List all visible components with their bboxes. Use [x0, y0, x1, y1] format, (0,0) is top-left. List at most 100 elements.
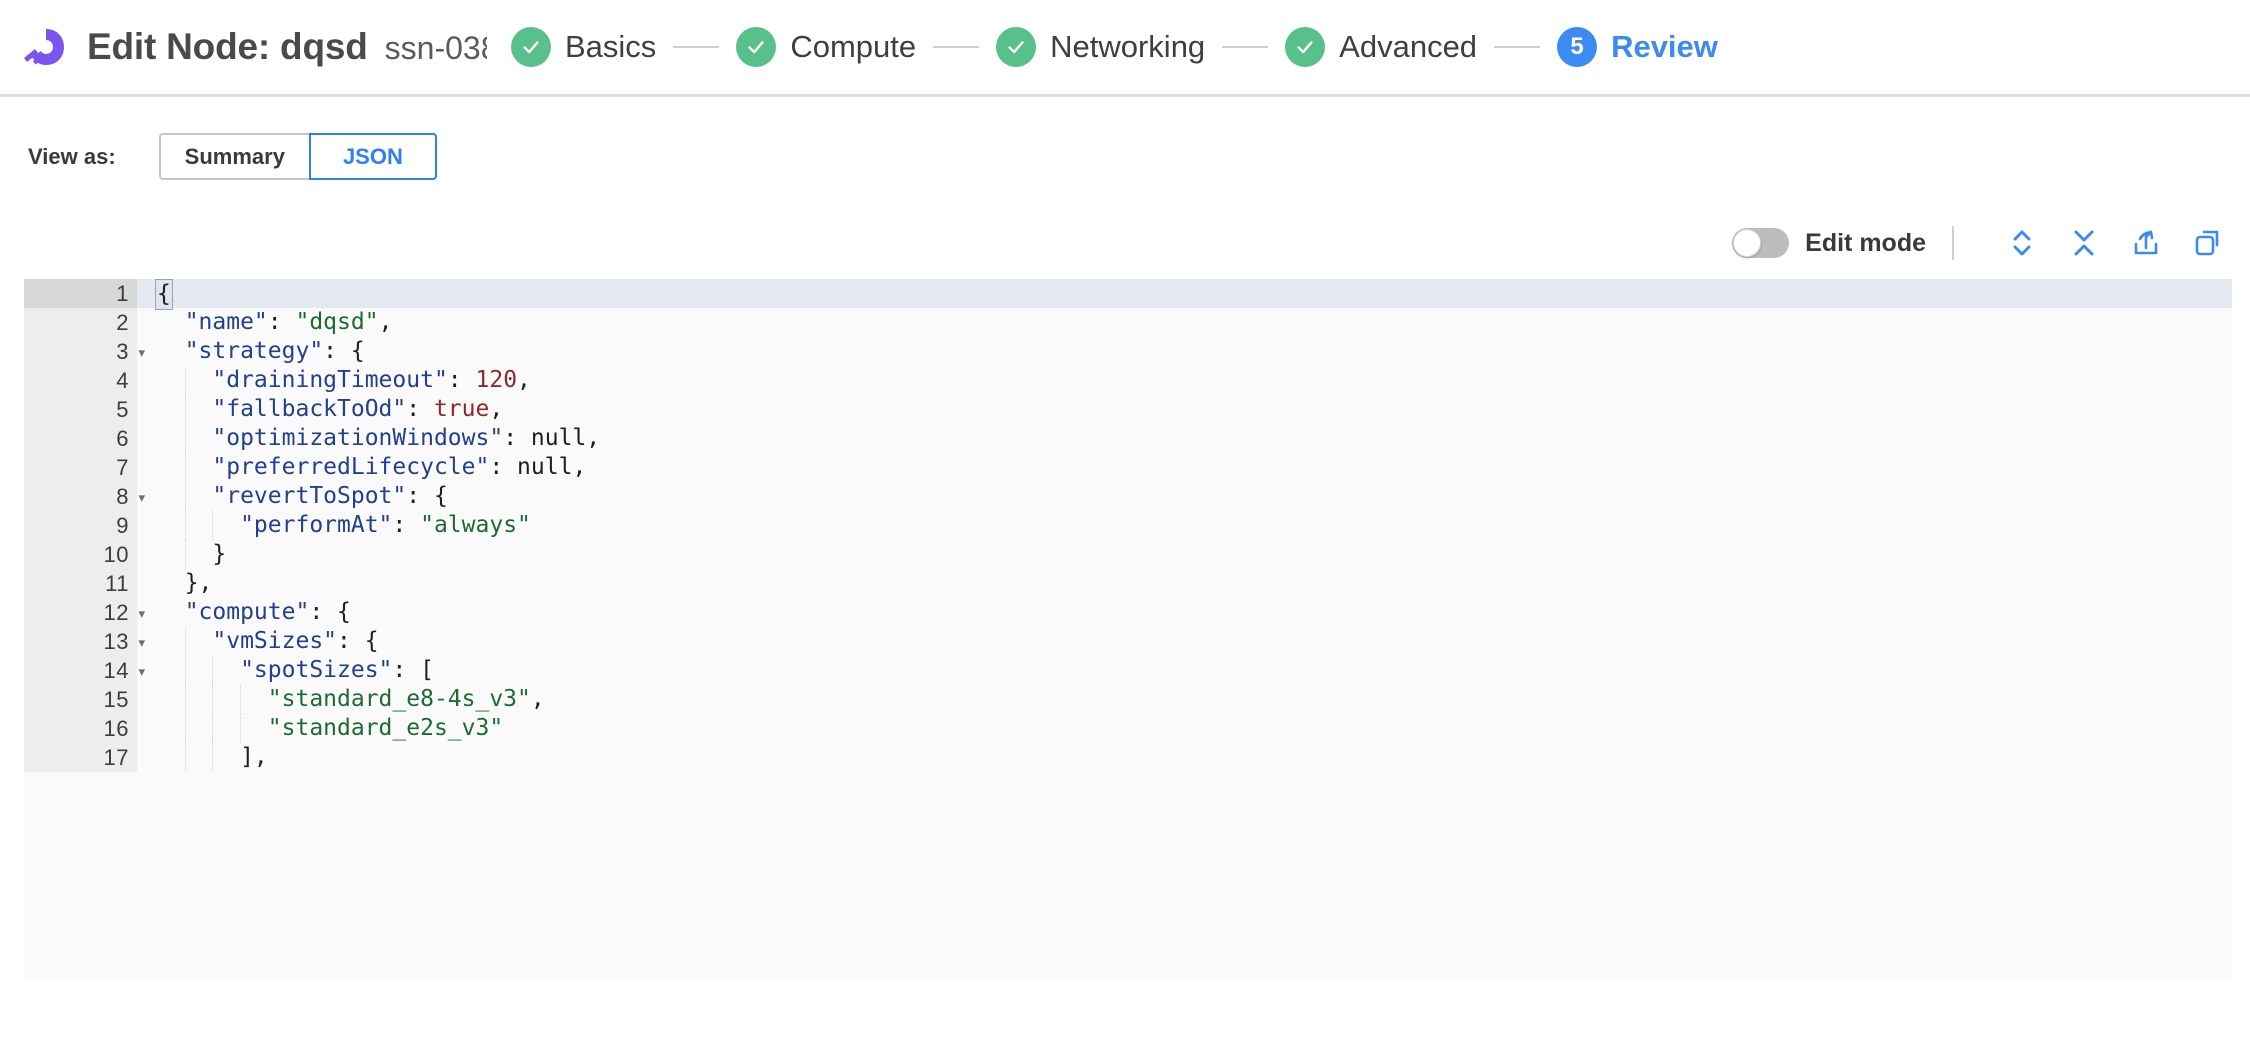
code-line[interactable]: 17 ],	[24, 743, 2232, 772]
token-punc: {	[155, 279, 173, 310]
indent-guide	[212, 714, 214, 743]
code-line[interactable]: 2 "name": "dqsd",	[24, 308, 2232, 337]
app-header: Edit Node: dqsd ssn-038 Basics Compute	[0, 0, 2250, 97]
code-line[interactable]: 8▾ "revertToSpot": {	[24, 482, 2232, 511]
code-line[interactable]: 9 "performAt": "always"	[24, 511, 2232, 540]
token-punc: ,	[517, 367, 531, 393]
step-review-label: Review	[1611, 29, 1718, 64]
token-key: "performAt"	[157, 512, 393, 538]
check-icon	[523, 41, 539, 54]
code-text: "standard_e2s_v3"	[137, 714, 2232, 743]
token-key: "strategy"	[157, 338, 324, 364]
token-key: "fallbackToOd"	[157, 396, 407, 422]
json-code-editor[interactable]: 1▾ {2 "name": "dqsd",3▾ "strategy": {4 "d…	[24, 279, 2232, 979]
code-line[interactable]: 10 }	[24, 540, 2232, 569]
code-text: "performAt": "always"	[137, 511, 2232, 540]
step-networking[interactable]: Networking	[996, 27, 1205, 67]
step-compute[interactable]: Compute	[736, 27, 916, 67]
code-text: "name": "dqsd",	[137, 308, 2232, 337]
indent-guide	[184, 627, 186, 656]
step-connector	[933, 46, 980, 48]
code-text: "strategy": {	[137, 337, 2232, 366]
fold-toggle-icon[interactable]: ▾	[138, 345, 146, 360]
code-text: "vmSizes": {	[137, 627, 2232, 656]
token-punc: : {	[323, 338, 365, 364]
step-advanced[interactable]: Advanced	[1285, 27, 1477, 67]
code-text: "standard_e8-4s_v3",	[137, 685, 2232, 714]
step-basics-circle	[511, 27, 551, 67]
token-str: "standard_e8-4s_v3"	[157, 686, 531, 712]
step-basics[interactable]: Basics	[511, 27, 656, 67]
token-punc: ],	[157, 744, 268, 770]
code-text: "compute": {	[137, 598, 2232, 627]
token-key: "drainingTimeout"	[157, 367, 448, 393]
step-networking-circle	[996, 27, 1037, 67]
collapse-all-icon[interactable]	[2064, 223, 2104, 263]
fold-toggle-icon[interactable]: ▾	[138, 664, 146, 679]
line-number: 9	[24, 511, 137, 540]
code-line[interactable]: 11 },	[24, 569, 2232, 598]
token-punc: :	[447, 367, 476, 393]
node-id: ssn-038	[384, 30, 487, 66]
edit-mode-toggle[interactable]	[1732, 228, 1790, 258]
indent-guide	[212, 743, 214, 772]
indent-guide	[184, 424, 186, 453]
line-number: 10	[24, 540, 137, 569]
line-number: 17	[24, 743, 137, 772]
code-line[interactable]: 16 "standard_e2s_v3"	[24, 714, 2232, 743]
code-text: "optimizationWindows": null,	[137, 424, 2232, 453]
indent-guide	[240, 714, 242, 743]
check-icon	[1008, 41, 1024, 54]
line-number: 16	[24, 714, 137, 743]
token-punc: : [	[392, 657, 434, 683]
token-punc: :	[267, 309, 296, 335]
step-review-circle: 5	[1557, 27, 1598, 67]
indent-guide	[184, 395, 186, 424]
token-punc: : {	[337, 628, 379, 654]
view-as-json-button[interactable]: JSON	[308, 133, 437, 180]
token-key: "optimizationWindows"	[157, 425, 504, 451]
copy-icon[interactable]	[2188, 223, 2228, 263]
code-line[interactable]: 3▾ "strategy": {	[24, 337, 2232, 366]
fold-toggle-icon[interactable]: ▾	[138, 635, 146, 650]
fold-toggle-icon[interactable]: ▾	[138, 606, 146, 621]
code-line[interactable]: 13▾ "vmSizes": {	[24, 627, 2232, 656]
step-review-number: 5	[1570, 33, 1584, 60]
token-punc: :	[392, 512, 421, 538]
code-line[interactable]: 12▾ "compute": {	[24, 598, 2232, 627]
code-line[interactable]: 1▾ {	[24, 279, 2232, 310]
line-number: 13▾	[24, 627, 145, 656]
token-punc: ,	[378, 309, 393, 335]
code-line[interactable]: 14▾ "spotSizes": [	[24, 656, 2232, 685]
token-punc: ,	[489, 396, 504, 422]
code-line[interactable]: 5 "fallbackToOd": true,	[24, 395, 2232, 424]
indent-guide	[184, 685, 186, 714]
line-number: 14▾	[24, 656, 145, 685]
indent-guide	[184, 453, 186, 482]
expand-all-icon[interactable]	[2002, 223, 2042, 263]
view-as-toggle-group: Summary JSON	[158, 133, 437, 180]
token-punc: ,	[530, 686, 545, 712]
token-null: null	[530, 425, 587, 451]
code-line[interactable]: 7 "preferredLifecycle": null,	[24, 453, 2232, 482]
step-review[interactable]: 5 Review	[1557, 27, 1718, 67]
code-line[interactable]: 4 "drainingTimeout": 120,	[24, 366, 2232, 395]
view-as-summary-button[interactable]: Summary	[158, 133, 309, 180]
code-line[interactable]: 6 "optimizationWindows": null,	[24, 424, 2232, 453]
token-key: "compute"	[157, 599, 310, 625]
token-null: null	[517, 454, 573, 480]
indent-guide	[212, 656, 214, 685]
line-number: 6	[24, 424, 137, 453]
token-key: "name"	[157, 309, 268, 335]
line-number: 5	[24, 395, 137, 424]
line-number: 1▾	[24, 279, 145, 308]
step-connector	[673, 46, 720, 48]
indent-guide	[212, 511, 214, 540]
indent-guide	[184, 714, 186, 743]
code-line[interactable]: 15 "standard_e8-4s_v3",	[24, 685, 2232, 714]
indent-guide	[184, 482, 186, 511]
token-bool: true	[433, 396, 490, 422]
fold-toggle-icon[interactable]: ▾	[138, 490, 146, 505]
share-icon[interactable]	[2126, 223, 2166, 263]
step-advanced-label: Advanced	[1339, 29, 1478, 64]
